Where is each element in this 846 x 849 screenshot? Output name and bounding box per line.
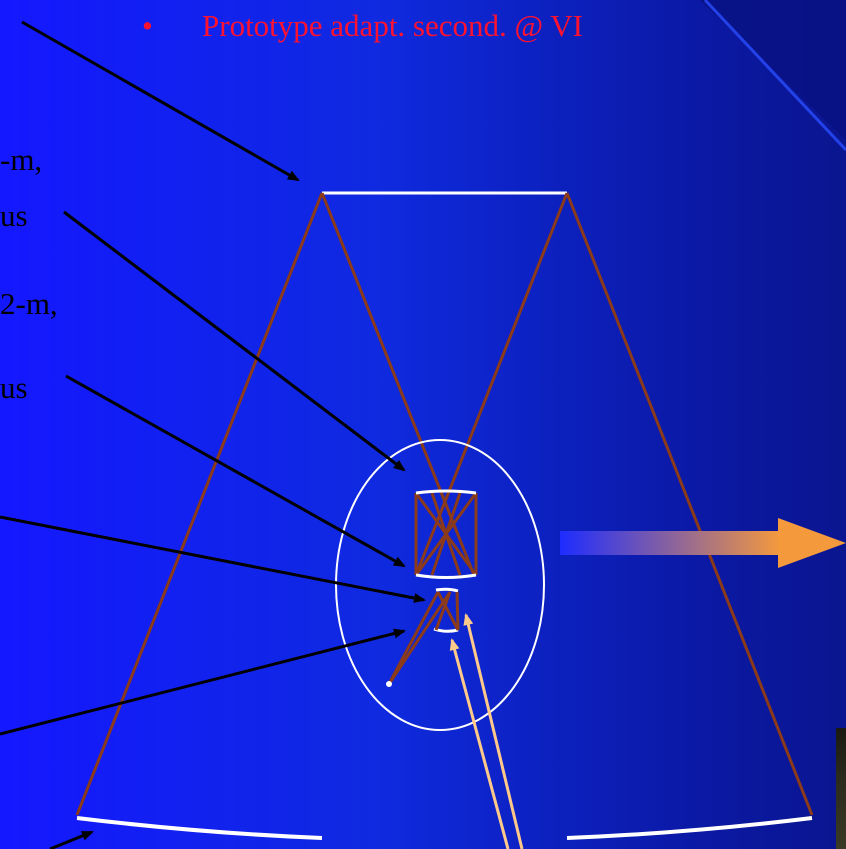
ray-cone xyxy=(75,192,814,816)
bullet-symbol: • xyxy=(142,8,153,43)
primary-mirror xyxy=(76,816,813,840)
corner-band xyxy=(700,0,846,152)
relay-optics xyxy=(414,489,478,633)
highlight-ellipse xyxy=(335,439,545,731)
focus-point xyxy=(386,681,392,687)
photo-thumbnail xyxy=(836,728,846,849)
gradient-arrow xyxy=(560,518,846,568)
left-text-fragment-2: us xyxy=(0,198,28,233)
fold-optics xyxy=(387,591,460,685)
bullet-line: • Prototype adapt. second. @ VI xyxy=(142,10,583,41)
bullet-text: Prototype adapt. second. @ VI xyxy=(202,8,583,43)
left-text-fragment-3: 2-m, xyxy=(0,286,58,321)
left-text-fragment-4: us xyxy=(0,370,28,405)
left-text-fragment-1: -m, xyxy=(0,142,43,177)
pointer-arrows xyxy=(0,20,426,849)
highlight-arrows xyxy=(449,613,524,849)
